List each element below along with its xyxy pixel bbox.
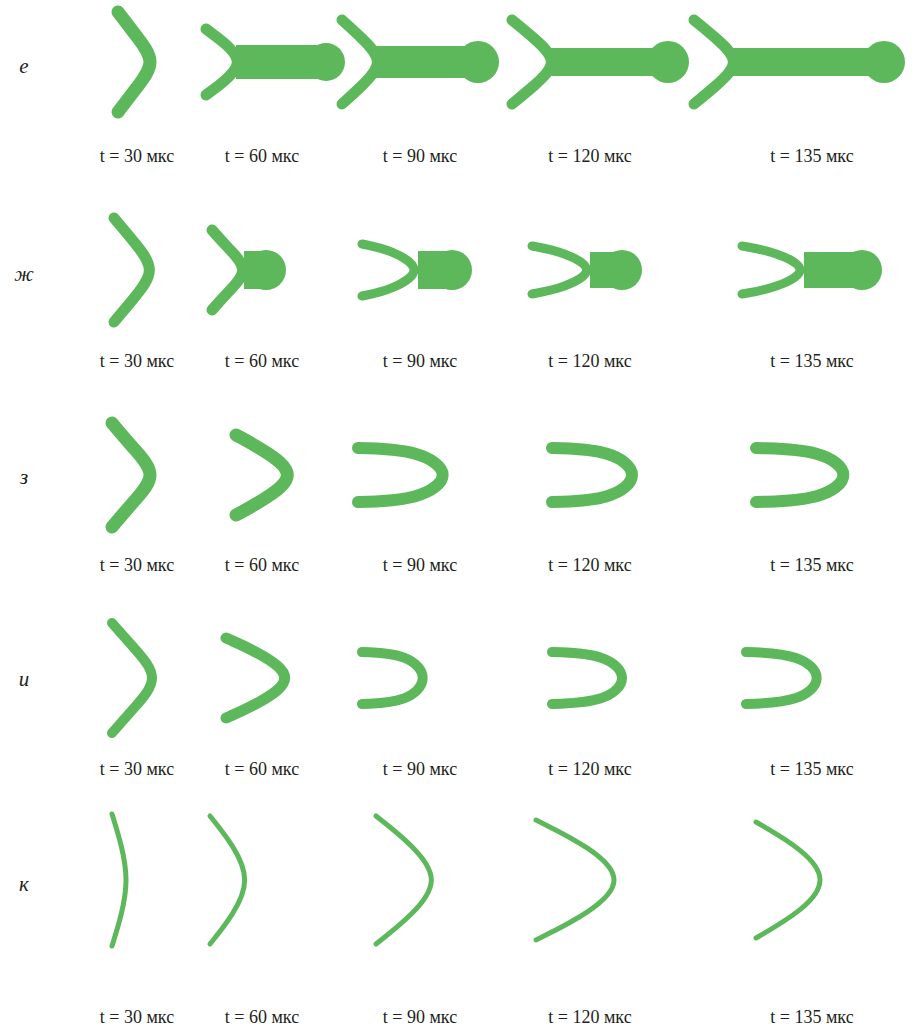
jet-shell xyxy=(536,820,614,940)
jet-shell xyxy=(376,816,431,944)
time-label: t = 90 мкс xyxy=(383,147,457,167)
jet-head xyxy=(307,43,345,81)
time-label: t = 90 мкс xyxy=(383,1008,457,1028)
time-label: t = 135 мкс xyxy=(770,1008,853,1028)
jet-shell xyxy=(512,20,551,104)
jet-shell xyxy=(742,246,800,294)
jet-shell xyxy=(358,448,443,502)
time-label: t = 30 мкс xyxy=(100,1008,174,1028)
time-label: t = 60 мкс xyxy=(225,556,299,576)
jet-shell xyxy=(114,218,149,322)
jet-shell xyxy=(552,448,632,502)
snapshot-row xyxy=(112,423,843,527)
jet-shell xyxy=(118,12,150,112)
jet-shell xyxy=(756,822,820,938)
time-label: t = 30 мкс xyxy=(100,147,174,167)
jet-head xyxy=(842,250,882,290)
snapshot-row xyxy=(112,814,820,946)
time-label: t = 30 мкс xyxy=(100,352,174,372)
time-label: t = 135 мкс xyxy=(770,147,853,167)
jet-shell xyxy=(362,652,423,704)
jet-head xyxy=(432,250,472,290)
jet-head xyxy=(246,250,286,290)
jet-shell xyxy=(532,246,587,294)
panel-letter: ж xyxy=(14,263,34,286)
time-label: t = 120 мкс xyxy=(548,1008,631,1028)
panel-letter: е xyxy=(19,55,28,78)
panel-letter: к xyxy=(19,873,29,896)
time-label: t = 30 мкс xyxy=(100,760,174,780)
time-label: t = 90 мкс xyxy=(383,556,457,576)
jet-head xyxy=(457,41,499,83)
jet-shell xyxy=(112,623,152,733)
jet-head xyxy=(647,41,689,83)
time-label: t = 90 мкс xyxy=(383,760,457,780)
jet-shell xyxy=(112,423,150,527)
jet-shell xyxy=(756,448,843,502)
time-label: t = 120 мкс xyxy=(548,760,631,780)
jet-shell xyxy=(694,20,733,104)
jet-shell xyxy=(226,638,285,718)
time-label: t = 135 мкс xyxy=(770,352,853,372)
jet-shell xyxy=(236,435,287,515)
time-label: t = 60 мкс xyxy=(225,147,299,167)
panel-letter: и xyxy=(19,668,30,691)
jet-shell xyxy=(746,652,817,704)
jet-shell xyxy=(210,816,245,944)
snapshot-row xyxy=(114,218,882,322)
jet-head xyxy=(602,250,642,290)
snapshot-row xyxy=(118,12,905,112)
panel-letter: з xyxy=(20,466,28,489)
time-label: t = 60 мкс xyxy=(225,760,299,780)
time-label: t = 120 мкс xyxy=(548,147,631,167)
time-label: t = 30 мкс xyxy=(100,556,174,576)
jet-shell xyxy=(112,814,126,946)
time-label: t = 60 мкс xyxy=(225,1008,299,1028)
time-label: t = 120 мкс xyxy=(548,352,631,372)
jet-shell xyxy=(212,230,243,310)
time-label: t = 60 мкс xyxy=(225,352,299,372)
time-label: t = 120 мкс xyxy=(548,556,631,576)
time-label: t = 135 мкс xyxy=(770,556,853,576)
jet-rod xyxy=(730,48,884,76)
jet-shell xyxy=(362,244,414,296)
time-label: t = 90 мкс xyxy=(383,352,457,372)
jet-shell xyxy=(552,652,622,704)
jet-head xyxy=(863,41,905,83)
time-label: t = 135 мкс xyxy=(770,760,853,780)
jet-shell xyxy=(206,29,237,95)
snapshot-row xyxy=(112,623,817,733)
